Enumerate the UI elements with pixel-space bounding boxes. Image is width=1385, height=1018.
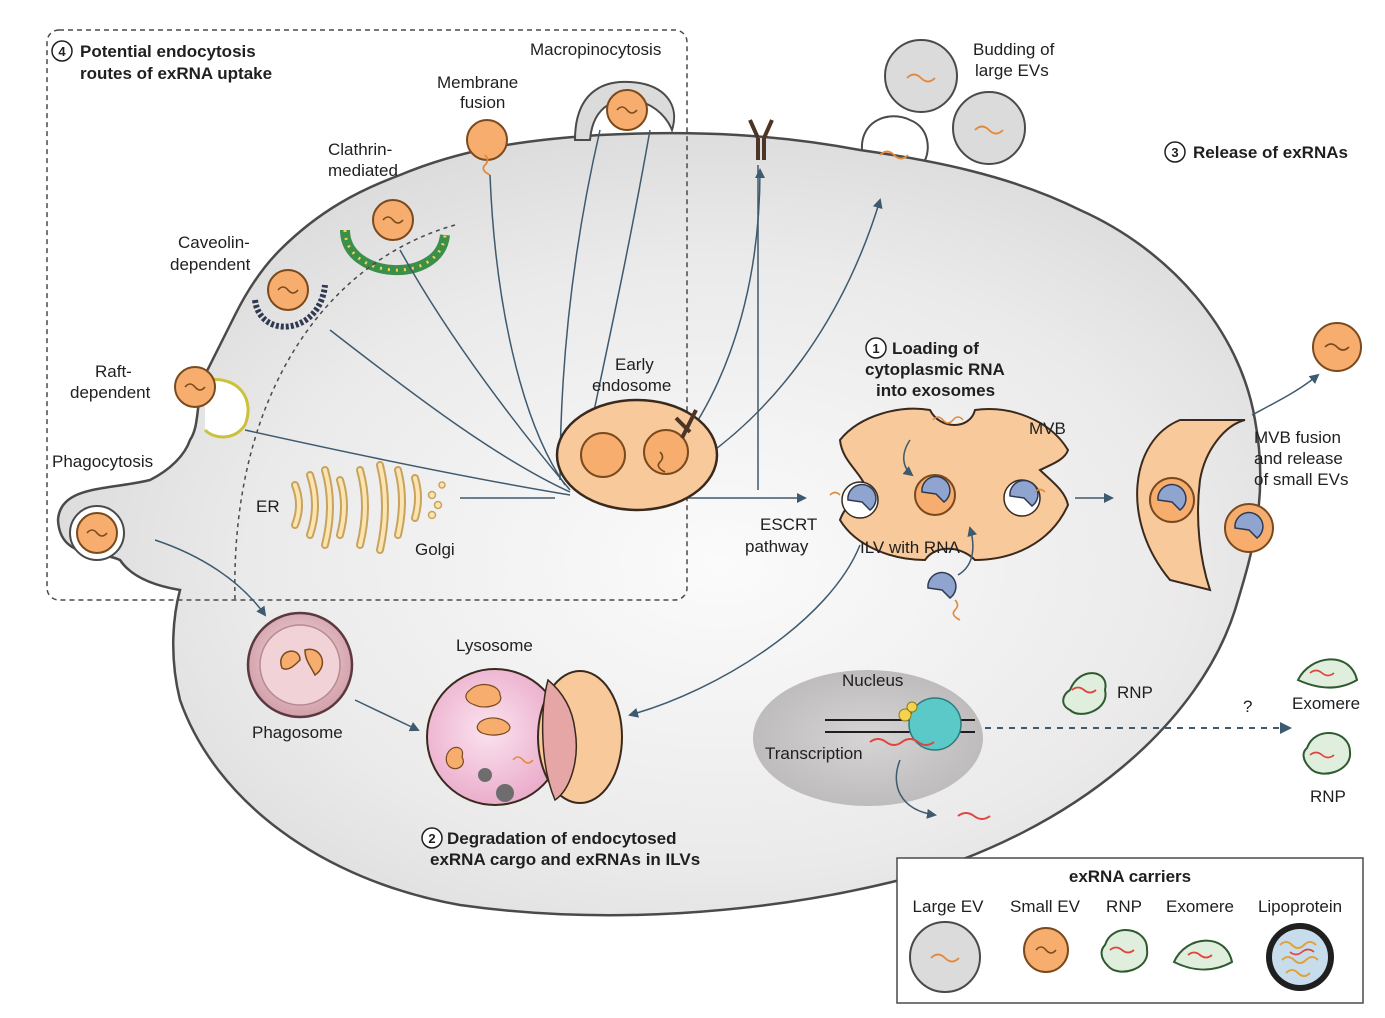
- legend-rnp-icon: [1100, 929, 1149, 973]
- badge-4-number: 4: [58, 44, 66, 59]
- label-clathrin-2: mediated: [328, 161, 398, 180]
- golgi-vesicles: [427, 481, 446, 520]
- label-lysosome: Lysosome: [456, 636, 533, 655]
- cytoplasmic-rnp: [1062, 672, 1107, 715]
- degradation-title-line1: Degradation of endocytosed: [447, 829, 677, 848]
- loading-title-line2: cytoplasmic RNA: [865, 360, 1005, 379]
- label-nucleus: Nucleus: [842, 671, 903, 690]
- label-exomere: Exomere: [1292, 694, 1360, 713]
- legend: exRNA carriers Large EV Small EV RNP Exo…: [896, 857, 1364, 1004]
- phagocytosis-vesicle: [69, 505, 125, 561]
- caveolin-pit: [252, 269, 328, 330]
- label-rnp-cytoplasm: RNP: [1117, 683, 1153, 702]
- exported-rna: [957, 812, 991, 820]
- label-phagosome: Phagosome: [252, 723, 343, 742]
- legend-exomere-icon: [1172, 939, 1234, 971]
- label-early-endosome-2: endosome: [592, 376, 671, 395]
- legend-lipoprotein-icon: [1266, 923, 1334, 991]
- label-early-endosome-1: Early: [615, 355, 654, 374]
- release-arrow: [1251, 373, 1320, 416]
- extracellular-rnp: [1302, 732, 1352, 775]
- extracellular-exomere: [1296, 658, 1359, 689]
- release-title: Release of exRNAs: [1193, 143, 1348, 162]
- section-badge-2: 2: [421, 827, 443, 849]
- label-clathrin-1: Clathrin-: [328, 140, 392, 159]
- degradation-title-line2: exRNA cargo and exRNAs in ILVs: [430, 850, 700, 869]
- label-budding-2: large EVs: [975, 61, 1049, 80]
- badge-3-number: 3: [1171, 145, 1178, 160]
- legend-exomere-label: Exomere: [1166, 897, 1234, 916]
- badge-2-number: 2: [428, 831, 435, 846]
- label-escrt-2: pathway: [745, 537, 809, 556]
- section-badge-1: 1: [865, 337, 887, 359]
- clathrin-pit: [340, 199, 450, 275]
- nucleus: [753, 670, 983, 819]
- uptake-title-line1: Potential endocytosis: [80, 42, 256, 61]
- legend-large-ev-icon: [909, 921, 981, 993]
- legend-small-ev-icon: [1023, 927, 1069, 973]
- label-mvb-fusion-1: MVB fusion: [1254, 428, 1341, 447]
- mvb-arrows: [902, 439, 1114, 576]
- mvb-rna-strands: [829, 416, 1046, 621]
- label-raft-1: Raft-: [95, 362, 132, 381]
- lysosome: [426, 668, 623, 806]
- early-endosome: [555, 398, 719, 512]
- label-caveolin-1: Caveolin-: [178, 233, 250, 252]
- label-ilv-with-rna: ILV with RNA: [860, 538, 960, 557]
- macropinocytosis-cup: [573, 80, 676, 141]
- phagosome: [246, 611, 354, 719]
- loading-title-line3: into exosomes: [876, 381, 995, 400]
- er-golgi-inner: [293, 463, 420, 552]
- badge-1-number: 1: [872, 341, 879, 356]
- mvb-ilvs: [847, 475, 1039, 599]
- label-mvb-fusion-2: and release: [1254, 449, 1343, 468]
- uptake-region-outline: [46, 29, 688, 601]
- label-mvb: MVB: [1029, 419, 1066, 438]
- label-macropinocytosis: Macropinocytosis: [530, 40, 661, 59]
- label-raft-2: dependent: [70, 383, 151, 402]
- label-phagocytosis: Phagocytosis: [52, 452, 153, 471]
- phagocytosis-arrow: [154, 539, 267, 617]
- ilv-to-lysosome-arrow: [628, 544, 861, 718]
- label-membrane-fusion-1: Membrane: [437, 73, 518, 92]
- budding-large-evs: [860, 39, 1026, 165]
- released-small-ev: [1312, 322, 1362, 372]
- receptor-icon: [748, 119, 774, 160]
- loading-title-line1: Loading of: [892, 339, 979, 358]
- uptake-title-line2: routes of exRNA uptake: [80, 64, 272, 83]
- label-rnp-extracellular: RNP: [1310, 787, 1346, 806]
- membrane-fusion-vesicle: [466, 119, 508, 176]
- section-badge-4: 4: [51, 40, 73, 62]
- label-question: ?: [1243, 697, 1252, 716]
- legend-small-ev-label: Small EV: [1010, 897, 1081, 916]
- section-badge-3: 3: [1164, 141, 1186, 163]
- label-membrane-fusion-2: fusion: [460, 93, 505, 112]
- legend-title: exRNA carriers: [1069, 867, 1191, 886]
- label-transcription: Transcription: [765, 744, 863, 763]
- label-caveolin-2: dependent: [170, 255, 251, 274]
- label-golgi: Golgi: [415, 540, 455, 559]
- legend-large-ev-label: Large EV: [913, 897, 985, 916]
- phagosome-to-lysosome-arrow: [354, 699, 420, 732]
- legend-rnp-label: RNP: [1106, 897, 1142, 916]
- label-mvb-fusion-3: of small EVs: [1254, 470, 1348, 489]
- label-escrt-1: ESCRT: [760, 515, 817, 534]
- legend-lipoprotein-label: Lipoprotein: [1258, 897, 1342, 916]
- mvb-fusion-site: [1136, 419, 1274, 592]
- label-budding-1: Budding of: [973, 40, 1055, 59]
- label-er: ER: [256, 497, 280, 516]
- raft-vesicle: [174, 366, 250, 439]
- dashed-recycling-path: [234, 224, 456, 601]
